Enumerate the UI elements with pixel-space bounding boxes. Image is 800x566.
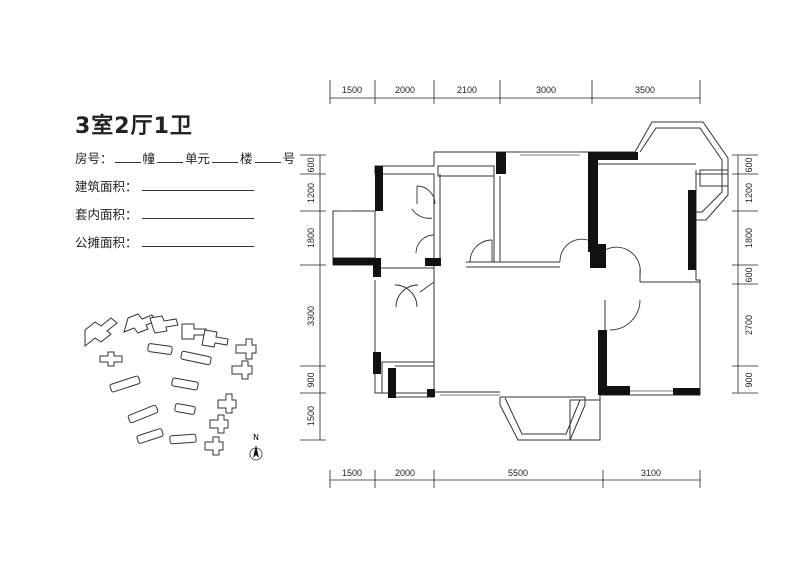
- room-number-row: 房号： 幢 单元 楼 号: [75, 148, 295, 167]
- dim-bottom-1: 1500: [342, 468, 362, 478]
- building-4: [181, 323, 207, 340]
- building-16: [209, 414, 229, 434]
- dim-top-3: 2100: [457, 85, 477, 95]
- dim-right-2: 1200: [744, 183, 754, 203]
- dim-bottom-4: 3100: [641, 468, 661, 478]
- dim-right-5: 2700: [744, 315, 754, 335]
- building-2: [123, 313, 157, 334]
- building-area-label: 建筑面积：: [75, 179, 138, 194]
- inner-area-row: 套内面积：: [75, 204, 254, 223]
- blank-number: [254, 162, 281, 163]
- dim-left-4: 3300: [306, 306, 316, 326]
- room-number-unit: 单元: [185, 151, 211, 166]
- dimension-left: [300, 154, 326, 441]
- building-13: [217, 393, 237, 414]
- dim-right-1: 600: [744, 157, 754, 172]
- building-18: [169, 433, 197, 445]
- shared-area-blank: [141, 234, 254, 247]
- room-number-floor: 楼: [240, 151, 253, 166]
- dim-top-1: 1500: [342, 85, 362, 95]
- shared-area-label: 公摊面积：: [75, 235, 138, 250]
- north-arrow-icon: [249, 445, 263, 461]
- dim-right-6: 900: [744, 372, 754, 387]
- dim-right-3: 1800: [744, 228, 754, 248]
- dim-left-1: 600: [306, 157, 316, 172]
- dim-left-3: 1800: [306, 228, 316, 248]
- room-number-building: 幢: [142, 151, 156, 166]
- building-11: [109, 375, 141, 393]
- layout-title: 3室2厅1卫: [75, 114, 193, 139]
- dim-bottom-3: 5500: [508, 468, 528, 478]
- building-7: [147, 343, 173, 355]
- dim-bottom-2: 2000: [395, 468, 415, 478]
- site-plan: [84, 313, 257, 456]
- inner-area-label: 套内面积：: [75, 207, 138, 222]
- building-10: [231, 360, 253, 380]
- dim-left-2: 1200: [306, 183, 316, 203]
- blank-floor: [212, 162, 239, 163]
- building-19: [204, 436, 224, 456]
- dimension-right: [732, 154, 758, 394]
- building-12: [171, 377, 199, 391]
- door-swings: [394, 185, 641, 331]
- inner-area-blank: [141, 206, 254, 219]
- building-area-row: 建筑面积：: [75, 176, 254, 195]
- dim-top-2: 2000: [395, 85, 415, 95]
- building-9: [235, 338, 257, 360]
- north-label: N: [253, 433, 259, 442]
- dim-left-6: 1500: [306, 406, 316, 426]
- building-area-blank: [141, 178, 254, 191]
- building-14: [127, 404, 159, 424]
- building-15: [174, 403, 196, 415]
- building-17: [136, 428, 164, 444]
- dimension-top: [329, 80, 701, 104]
- room-number-label: 房号：: [75, 151, 113, 166]
- dim-right-4: 600: [744, 267, 754, 282]
- thick-walls: [333, 152, 700, 398]
- blank-unit: [157, 162, 184, 163]
- building-6: [99, 351, 123, 367]
- dimension-bottom: [329, 470, 701, 488]
- windows: [338, 151, 673, 396]
- building-5: [201, 329, 229, 348]
- building-1: [84, 317, 118, 348]
- dim-top-5: 3500: [635, 85, 655, 95]
- dim-top-4: 3000: [536, 85, 556, 95]
- blank-building: [114, 162, 141, 163]
- shared-area-row: 公摊面积：: [75, 232, 254, 251]
- building-8: [180, 350, 212, 366]
- building-3: [149, 315, 179, 334]
- room-number-no: 号: [282, 151, 296, 166]
- dim-left-5: 900: [306, 372, 316, 387]
